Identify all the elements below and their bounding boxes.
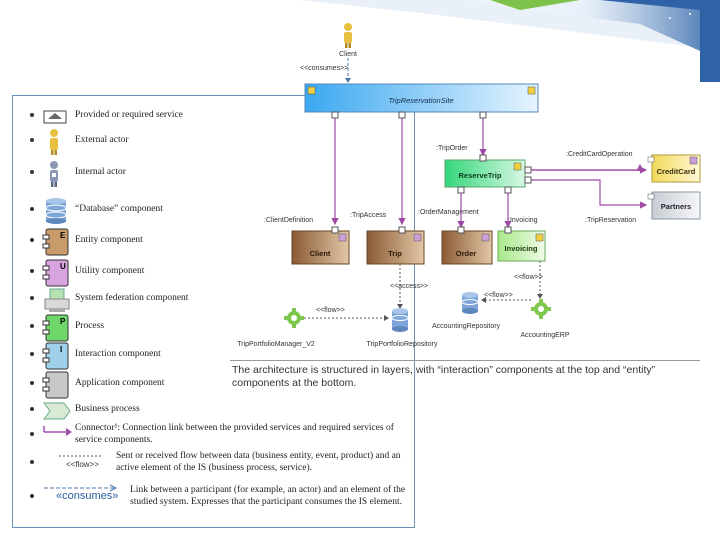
legend-item-entity: E Entity component: [12, 228, 412, 256]
legend-item-application: Application component: [12, 371, 412, 399]
utility-component-icon: U: [42, 259, 69, 287]
svg-text:I: I: [60, 345, 62, 354]
flow-icon-label: <<flow>>: [66, 460, 99, 469]
internal-actor-icon: [50, 161, 58, 187]
service-trip-access-label: :TripAccess: [350, 212, 387, 219]
reserve-trip-component: ReserveTrip: [444, 159, 526, 188]
legend-item-process: P Process: [12, 314, 412, 342]
legend-text: Business process: [75, 404, 140, 414]
entity-component-icon: E: [42, 228, 69, 256]
legend-text: Provided or required service: [75, 110, 183, 120]
order-entity-component: Order: [441, 226, 493, 265]
legend-text: Utility component: [75, 266, 145, 276]
legend-item-consumes: «consumes» Link between a participant (f…: [12, 484, 412, 516]
accounting-repository-icon: [461, 292, 479, 314]
legend-text: System federation component: [75, 293, 189, 303]
partners-component: Partners: [647, 191, 701, 220]
trip-entity-label: Trip: [388, 249, 402, 258]
order-entity-label: Order: [456, 249, 477, 258]
trip-reservation-site-component: TripReservationSite: [304, 83, 539, 113]
legend-item-business-process: Business process: [12, 397, 412, 425]
legend-item-external-actor: External actor: [12, 128, 412, 156]
legend-text: “Database” component: [75, 204, 163, 214]
interaction-component-icon: I: [42, 342, 69, 370]
consumes-icon-label: «consumes»: [56, 490, 119, 502]
legend-text: Entity component: [75, 235, 143, 245]
federation-component-icon: [44, 288, 70, 312]
consumes-label: <<consumes>>: [300, 65, 348, 72]
credit-card-component: CreditCard: [647, 154, 701, 183]
credit-card-label: CreditCard: [657, 167, 696, 176]
process-component-icon: P: [42, 314, 69, 342]
legend-item-service: Provided or required service: [12, 103, 412, 131]
accounting-repository-label: AccountingRepository: [432, 323, 501, 330]
flow-label-3: <<flow>>: [484, 292, 513, 299]
database-icon: [45, 198, 67, 224]
client-entity-component: Client: [291, 226, 350, 265]
partners-label: Partners: [661, 202, 691, 211]
legend-item-interaction: I Interaction component: [12, 342, 412, 370]
svg-text:P: P: [60, 317, 66, 326]
external-actor-icon: [50, 129, 58, 155]
client-actor: Client: [339, 23, 357, 58]
svg-text:E: E: [60, 231, 66, 240]
legend-item-flow: <<flow>> Sent or received flow between d…: [12, 450, 412, 482]
trip-portfolio-repository-icon: [391, 308, 409, 332]
flow-icon: [59, 455, 102, 457]
svg-text:U: U: [60, 262, 66, 271]
legend-text: Connector¹: Connection link between the …: [75, 423, 394, 445]
legend-item-connector: Connector¹: Connection link between the …: [12, 422, 412, 450]
business-process-icon: [43, 402, 71, 420]
consumes-icon: [44, 484, 118, 492]
invoicing-component: Invoicing: [497, 226, 546, 262]
client-actor-label: Client: [339, 51, 357, 58]
top-banner: [300, 0, 720, 82]
service-credit-card-operation-label: :CreditCardOperation: [566, 151, 633, 158]
trip-portfolio-manager-label: TripPortfolioManager_V2: [237, 341, 315, 348]
trip-portfolio-manager-gear-icon: [284, 308, 304, 328]
accounting-erp-gear-icon: [531, 299, 551, 319]
reserve-trip-label: ReserveTrip: [459, 171, 502, 180]
trip-reservation-site-label: TripReservationSite: [388, 96, 453, 105]
legend-text: Sent or received flow between data (busi…: [116, 451, 401, 473]
connector-icon: [43, 426, 72, 436]
legend-item-utility: U Utility component: [12, 259, 412, 287]
flow-label-2: <<flow>>: [514, 274, 543, 281]
legend-text: Process: [75, 321, 105, 331]
caption-divider: [230, 360, 700, 361]
legend-item-federation: System federation component: [12, 286, 412, 314]
service-invoicing-label: :Invoicing: [508, 217, 538, 224]
legend-text: Internal actor: [75, 167, 126, 177]
service-icon: [43, 110, 67, 124]
legend-text: Application component: [75, 378, 165, 388]
trip-entity-component: Trip: [366, 226, 425, 265]
flow-label-1: <<flow>>: [316, 307, 345, 314]
application-component-icon: [42, 371, 69, 399]
service-order-management-label: :OrderManagement: [418, 209, 479, 216]
diagram-caption: The architecture is structured in layers…: [232, 364, 656, 389]
legend-item-database: “Database” component: [12, 197, 412, 225]
access-flow-label: <<access>>: [390, 283, 428, 290]
legend-text: External actor: [75, 135, 129, 145]
legend-item-internal-actor: Internal actor: [12, 160, 412, 188]
invoicing-label: Invoicing: [505, 244, 538, 253]
service-trip-reservation-label: :TripReservation: [585, 217, 636, 224]
legend-text: Interaction component: [75, 349, 161, 359]
service-trip-order-label: :TripOrder: [436, 145, 468, 152]
service-client-definition-label: :ClientDefinition: [264, 217, 313, 224]
client-entity-label: Client: [310, 249, 331, 258]
accounting-erp-label: AccountingERP: [520, 332, 569, 339]
legend-text: Link between a participant (for example,…: [130, 485, 406, 507]
trip-portfolio-repository-label: TripPortfolioRepository: [367, 341, 438, 348]
